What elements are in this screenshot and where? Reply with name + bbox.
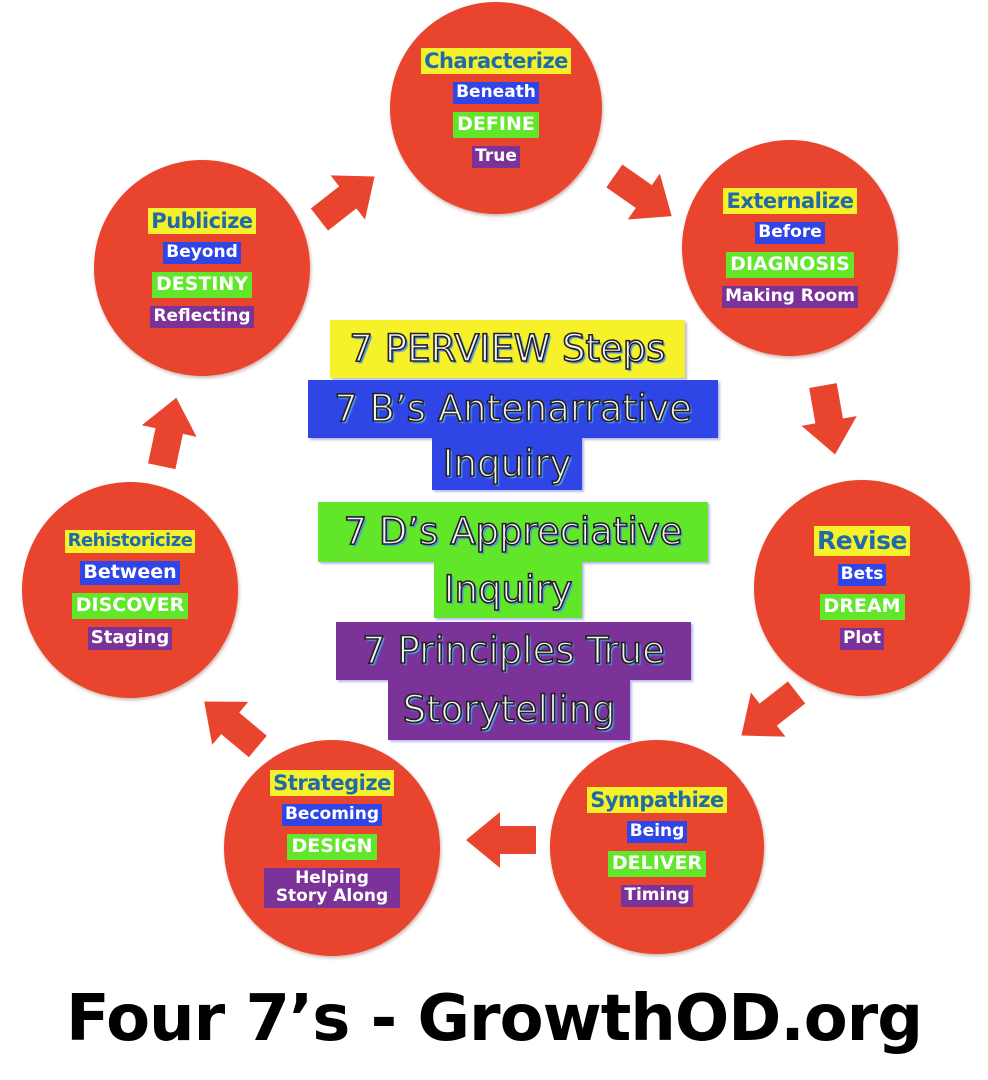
arrow-down-icon	[795, 381, 862, 460]
node-title: Sympathize	[587, 787, 727, 814]
node-b-label: Before	[755, 222, 825, 245]
node-title: Revise	[814, 526, 910, 557]
arrow-up-icon	[134, 392, 203, 472]
node-b-label: Between	[80, 561, 180, 585]
node-publicize: Publicize Beyond DESTINY Reflecting	[94, 160, 310, 376]
node-revise: Revise Bets DREAM Plot	[754, 480, 970, 696]
node-externalize: Externalize Before DIAGNOSIS Making Room	[682, 140, 898, 356]
arrow-up-right-icon	[302, 154, 392, 241]
node-p-label: Staging	[87, 626, 173, 650]
node-p-label: Reflecting	[150, 305, 254, 328]
footer-title: Four 7’s - GrowthOD.org	[65, 982, 923, 1056]
node-p-label: Timing	[621, 884, 693, 907]
center-perview-steps: 7 PERVIEW Steps	[330, 320, 685, 378]
node-title: Externalize	[723, 188, 857, 215]
node-p-label: Helping Story Along	[264, 867, 400, 908]
center-d-appreciative: 7 D’s Appreciative	[318, 502, 708, 562]
node-b-label: Being	[626, 821, 688, 844]
node-characterize: Characterize Beneath DEFINE True	[390, 2, 602, 214]
arrow-down-left-icon	[724, 670, 814, 757]
node-d-label: DEFINE	[453, 112, 539, 138]
node-sympathize: Sympathize Being DELIVER Timing	[550, 740, 764, 954]
node-d-label: DESIGN	[287, 833, 377, 860]
node-p-label: Making Room	[722, 285, 858, 308]
center-d-inquiry: Inquiry	[434, 562, 582, 618]
center-principles-true: 7 Principles True	[336, 622, 691, 680]
arrow-up-left-icon	[186, 680, 276, 768]
node-d-label: DISCOVER	[71, 593, 189, 619]
node-p-label: True	[472, 145, 520, 168]
node-title: Characterize	[421, 48, 571, 75]
node-b-label: Becoming	[281, 804, 383, 826]
node-p-label: Plot	[839, 628, 885, 650]
node-d-label: DESTINY	[151, 272, 253, 298]
node-b-label: Beneath	[453, 82, 539, 105]
node-title: Strategize	[270, 770, 394, 797]
center-b-antenarrative: 7 B’s Antenarrative	[308, 380, 718, 438]
arrow-down-right-icon	[598, 153, 687, 239]
node-rehistoricize: Rehistoricize Between DISCOVER Staging	[22, 482, 238, 698]
arrow-left-icon	[466, 812, 536, 868]
center-b-inquiry: Inquiry	[432, 438, 582, 490]
node-strategize: Strategize Becoming DESIGN Helping Story…	[224, 740, 440, 956]
node-d-label: DREAM	[819, 594, 905, 621]
node-d-label: DIAGNOSIS	[726, 252, 854, 278]
node-d-label: DELIVER	[607, 851, 707, 877]
center-storytelling: Storytelling	[388, 680, 630, 740]
node-title: Rehistoricize	[64, 530, 196, 554]
node-b-label: Beyond	[163, 242, 241, 265]
node-b-label: Bets	[837, 564, 887, 587]
node-title: Publicize	[148, 208, 256, 235]
